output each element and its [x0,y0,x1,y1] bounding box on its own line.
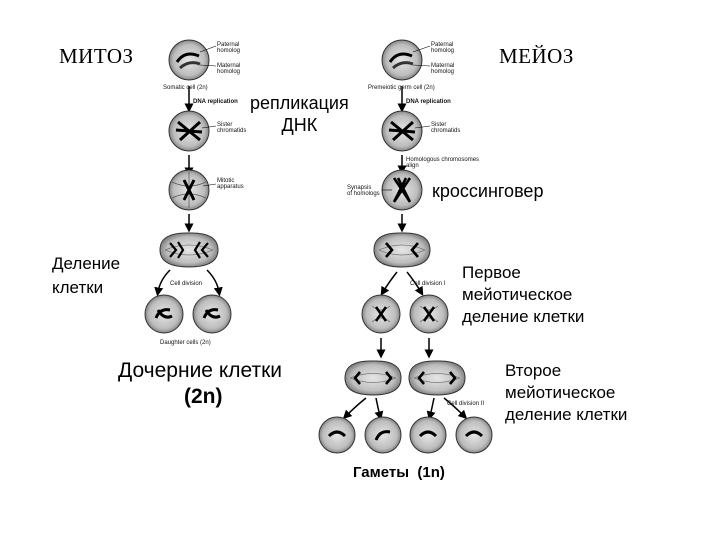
arrow [406,271,424,296]
gamete-2 [364,416,402,454]
paternal-label-mitosis: Paternal homolog [217,42,241,54]
cell-division-2-label: Cell division II [447,401,485,407]
dna-replication-label-meiosis: DNA replication [406,99,451,105]
daughter-ploidy: (2n) [184,385,223,408]
meiosis-germ-cell [381,39,431,81]
maternal-label-meiosis: Maternal homolog [431,63,455,75]
cell-division-1-label: Cell division I [410,281,446,287]
meiosis-replicated-cell [381,110,431,152]
meiosis-2-ru: Второе мейотическое деление клетки [505,361,628,424]
mitotic-apparatus-label: Mitotic apparatus [217,178,244,190]
sister-chromatids-label-mitosis: Sister chromatids [217,122,247,134]
gamete-3 [409,416,447,454]
paternal-label-meiosis: Paternal homolog [431,42,455,54]
arrow [206,269,223,297]
meiosis-dividing-cell-1 [373,232,431,268]
arrow [380,271,398,296]
cell-division-ru: Деление клетки [52,254,121,297]
meiosis-title: МЕЙОЗ [499,44,574,68]
daughter-cells-ru: Дочерние клетки [118,359,283,382]
synapsis-label: Synapsis of homologs [347,185,380,197]
meiosis-synapsis-cell [381,169,423,211]
somatic-cell-label: Somatic cell (2n) [163,85,208,91]
dna-replication-ru: репликация ДНК [250,93,349,135]
daughter-cells-en-label: Daughter cells (2n) [160,340,211,346]
premeiotic-cell-label: Premeiotic germ cell (2n) [368,85,435,91]
homologous-align-label: Homologous chromosomes align [406,157,480,169]
gametes-ru: Гаметы (1n) [353,464,445,481]
mitosis-somatic-cell [168,39,217,81]
arrow [443,397,468,420]
mitosis-title: МИТОЗ [59,44,134,68]
meiosis-1-ru: Первое мейотическое деление клетки [462,263,585,326]
arrow [374,397,384,421]
meiosis-cell-2b [409,294,449,334]
mitosis-metaphase-cell [168,169,217,211]
mitosis-daughter-cell-right [192,294,232,334]
meiosis-dividing-cell-2b [408,360,466,396]
gamete-4 [455,416,493,454]
crossing-over-ru: кроссинговер [432,181,544,201]
sister-chromatids-label-meiosis: Sister chromatids [431,122,461,134]
arrow [342,397,367,420]
gamete-1 [318,416,356,454]
arrow [154,269,171,297]
mitosis-daughter-cell-left [144,294,184,334]
cell-division-label: Cell division [170,281,203,287]
maternal-label-mitosis: Maternal homolog [217,63,241,75]
mitosis-replicated-cell [168,110,217,152]
mitosis-dividing-cell [159,232,219,268]
dna-replication-label-mitosis: DNA replication [193,99,238,105]
arrow [426,397,436,421]
meiosis-dividing-cell-2a [344,360,402,396]
meiosis-cell-2a [361,294,401,334]
